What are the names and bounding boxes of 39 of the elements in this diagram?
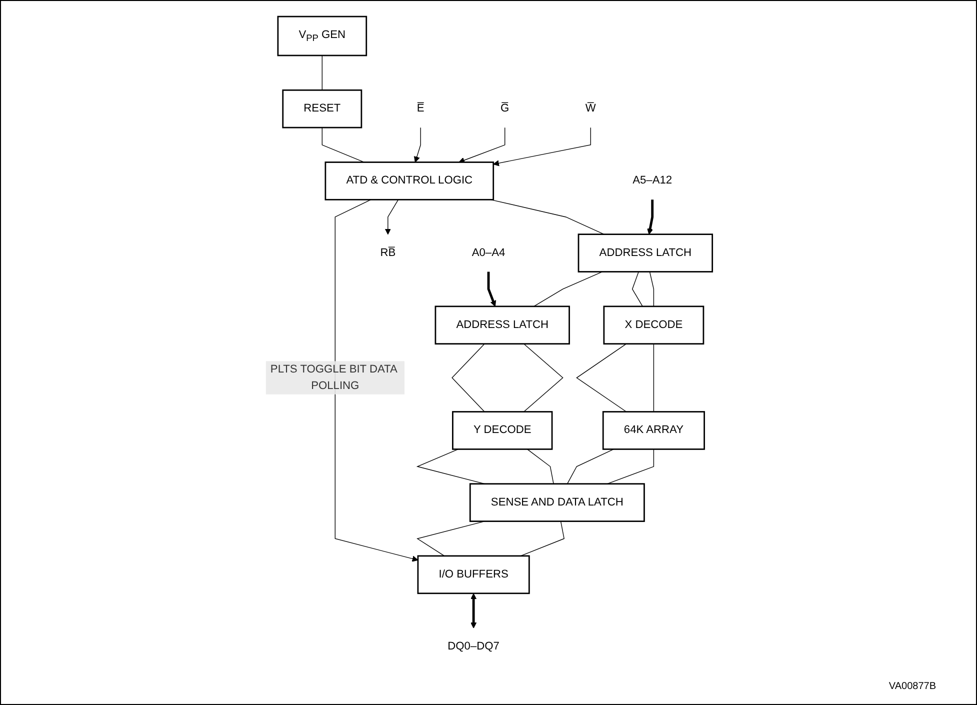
node-box: Y DECODE: [452, 411, 554, 450]
connector: [520, 520, 565, 556]
connector: [322, 127, 365, 163]
arrow: [488, 272, 496, 307]
node-box: X DECODE: [604, 306, 705, 345]
connector: [322, 55, 323, 90]
node-text: W̅: [586, 102, 596, 114]
node-box: 64K ARRAY: [602, 411, 706, 450]
connector: [534, 271, 604, 307]
connector: [650, 271, 654, 307]
arrow: [385, 199, 399, 235]
node-text: A5–A12: [633, 174, 673, 186]
arrow: [470, 593, 478, 628]
node-box: V$_{PP}$ GEN: [278, 16, 368, 56]
node-text: G̅: [500, 102, 510, 114]
arrow: [414, 127, 422, 162]
node-box: ADDRESS LATCH: [578, 234, 714, 272]
arrow: [335, 199, 419, 562]
edge-label: PLTS TOGGLE BIT DATA POLLING: [270, 363, 398, 392]
connector: [607, 448, 654, 484]
connector: [632, 271, 644, 307]
connector: [524, 343, 564, 412]
node-box: ATD & CONTROL LOGIC: [325, 162, 494, 200]
node-box: I/O BUFFERS: [418, 555, 530, 594]
arrow: [494, 127, 592, 166]
node-text: A0–A4: [472, 246, 506, 259]
connector: [567, 448, 614, 484]
connector: [527, 448, 554, 484]
connector: [576, 343, 628, 412]
node-box: RESET: [282, 89, 363, 128]
node-text: DQ0–DQ7: [448, 640, 500, 652]
arrow: [459, 127, 506, 164]
figure-code: VA00877B: [888, 681, 936, 692]
node-box: SENSE AND DATA LATCH: [470, 483, 646, 522]
arrow: [648, 200, 654, 235]
node-box: ADDRESS LATCH: [435, 306, 570, 345]
node-text: E̅: [417, 102, 425, 114]
connector: [452, 343, 486, 412]
node-text: RB̅: [380, 246, 396, 259]
